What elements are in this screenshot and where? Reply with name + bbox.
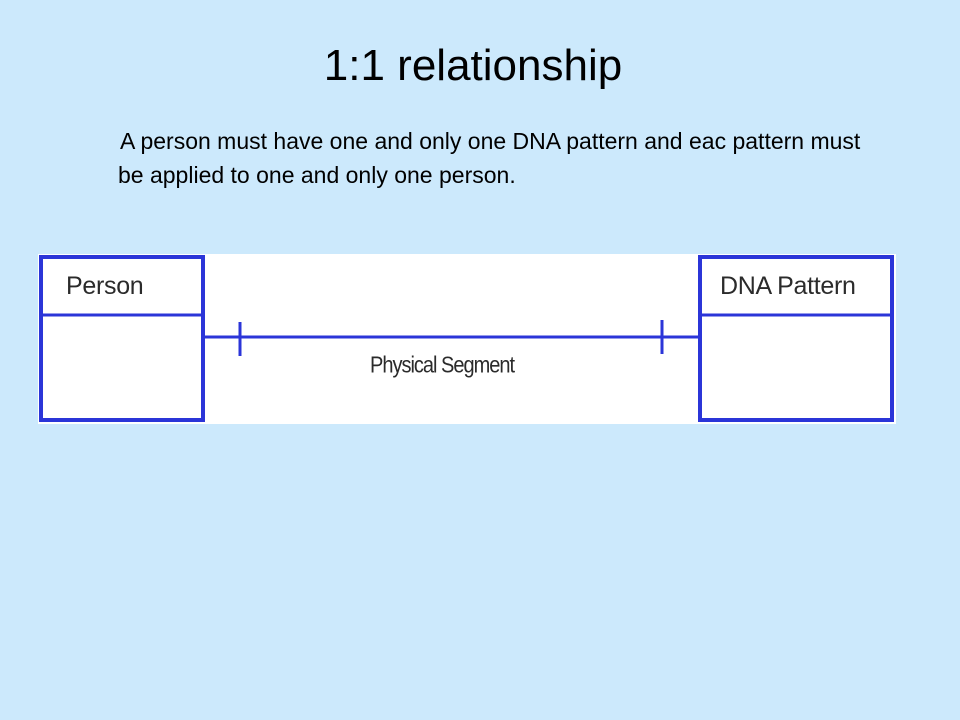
slide-body-text: A person must have one and only one DNA … (118, 128, 861, 188)
dna-pattern-entity-label: DNA Pattern (720, 272, 856, 300)
slide-title: 1:1 relationship (323, 41, 623, 90)
relationship-label: Physical Segment (370, 353, 515, 379)
er-diagram: Person DNA Pattern Physical Segment (38, 254, 896, 424)
er-diagram-lines (39, 255, 894, 422)
person-entity-label: Person (66, 272, 144, 300)
